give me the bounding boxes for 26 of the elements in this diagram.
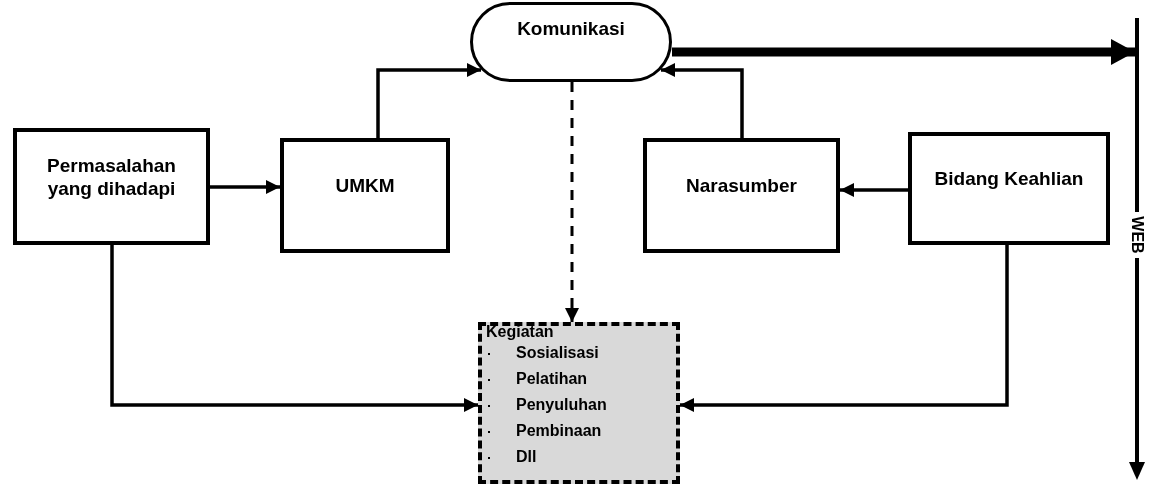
- arrow: [110, 245, 478, 412]
- arrow: [840, 183, 908, 197]
- box-label: Bidang Keahlian: [934, 167, 1084, 190]
- list-item: Sosialisasi: [486, 340, 672, 366]
- rounded-box: [470, 2, 672, 82]
- axis-label: WEB: [1128, 216, 1146, 254]
- process-box: [908, 132, 1110, 245]
- arrow: [661, 63, 744, 138]
- arrow: [680, 245, 1009, 412]
- box-label: UMKM: [335, 174, 395, 197]
- process-box: [13, 128, 210, 245]
- list-item: Penyuluhan: [486, 392, 672, 418]
- box-heading: Kegiatan: [486, 324, 555, 340]
- box-label: Komunikasi: [517, 17, 625, 40]
- process-box: [643, 138, 840, 253]
- arrow: [672, 39, 1135, 65]
- list-item: Pembinaan: [486, 418, 672, 444]
- list-item: Pelatihan: [486, 366, 672, 392]
- dashed-box: [478, 322, 680, 484]
- arrow: [210, 180, 280, 194]
- box-label: Narasumber: [686, 174, 797, 197]
- dashed-arrow: [565, 82, 579, 322]
- box-label: Permasalahan yang dihadapi: [46, 153, 177, 200]
- list-item: Dll: [486, 444, 672, 470]
- process-box: [280, 138, 450, 253]
- arrow: [376, 63, 481, 138]
